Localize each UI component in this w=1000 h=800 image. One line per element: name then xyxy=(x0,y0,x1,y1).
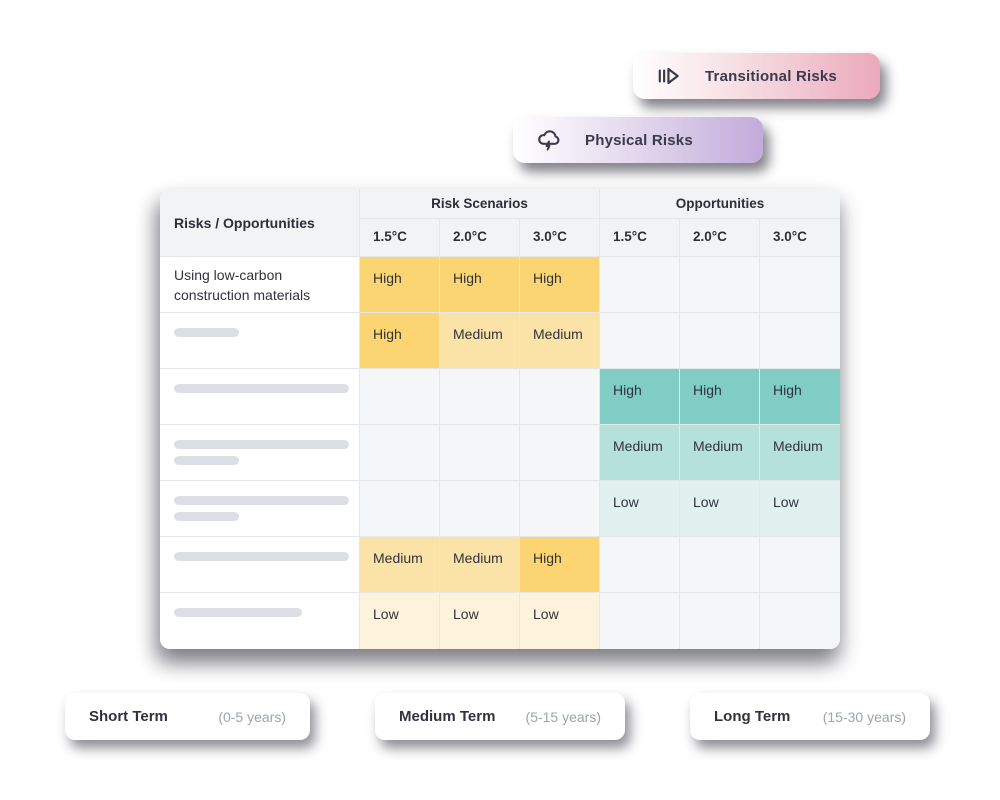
opportunity-cell-empty xyxy=(680,537,760,593)
skeleton-bar xyxy=(174,328,239,337)
risk-cell-empty xyxy=(360,369,440,425)
risk-cell-empty xyxy=(360,481,440,537)
risk-cell-high: High xyxy=(360,257,440,313)
skeleton-bar xyxy=(174,552,349,561)
risk-cell-empty xyxy=(520,425,600,481)
opportunity-cell-empty xyxy=(680,313,760,369)
risk-cell-medium: Medium xyxy=(520,313,600,369)
risk-cell-empty xyxy=(520,369,600,425)
matrix-grid: Risks / Opportunities Risk Scenarios Opp… xyxy=(160,189,840,649)
row-label-skeleton xyxy=(160,593,360,649)
row-label-skeleton xyxy=(160,369,360,425)
opportunity-cell-low: Low xyxy=(600,481,680,537)
risk-cell-medium: Medium xyxy=(440,313,520,369)
row-label-skeleton xyxy=(160,537,360,593)
row-label-skeleton xyxy=(160,313,360,369)
risk-cell-low: Low xyxy=(360,593,440,649)
risk-cell-empty xyxy=(440,481,520,537)
row-label-skeleton xyxy=(160,425,360,481)
opportunity-cell-empty xyxy=(600,537,680,593)
risk-cell-high: High xyxy=(520,257,600,313)
opportunity-cell-medium: Medium xyxy=(600,425,680,481)
medium-term-badge[interactable]: Medium Term (5-15 years) xyxy=(375,693,625,740)
medium-term-range: (5-15 years) xyxy=(525,708,601,725)
transitional-risks-label: Transitional Risks xyxy=(705,67,837,85)
opportunity-cell-empty xyxy=(680,593,760,649)
opportunity-cell-low: Low xyxy=(760,481,840,537)
opportunity-cell-empty xyxy=(600,313,680,369)
opportunity-cell-low: Low xyxy=(680,481,760,537)
long-term-label: Long Term xyxy=(714,708,791,725)
risk-cell-high: High xyxy=(440,257,520,313)
risk-scenarios-group-header: Risk Scenarios xyxy=(360,189,600,219)
storm-cloud-icon xyxy=(535,126,563,154)
physical-risks-badge[interactable]: Physical Risks xyxy=(513,117,763,163)
skeleton-bar xyxy=(174,608,302,617)
skeleton-bar xyxy=(174,440,349,449)
risk-col-1-5c: 1.5°C xyxy=(360,219,440,257)
opportunity-cell-empty xyxy=(760,593,840,649)
transitional-risks-badge[interactable]: Transitional Risks xyxy=(633,53,880,99)
risk-cell-empty xyxy=(440,369,520,425)
opportunity-cell-empty xyxy=(680,257,760,313)
risk-cell-empty xyxy=(360,425,440,481)
opp-col-3-0c: 3.0°C xyxy=(760,219,840,257)
risk-col-3-0c: 3.0°C xyxy=(520,219,600,257)
opportunity-cell-empty xyxy=(760,537,840,593)
opportunity-cell-empty xyxy=(600,593,680,649)
corner-header: Risks / Opportunities xyxy=(160,189,360,257)
risk-cell-low: Low xyxy=(520,593,600,649)
risk-cell-medium: Medium xyxy=(440,537,520,593)
opportunities-group-header: Opportunities xyxy=(600,189,840,219)
short-term-badge[interactable]: Short Term (0-5 years) xyxy=(65,693,310,740)
opportunity-cell-empty xyxy=(760,257,840,313)
fast-forward-icon xyxy=(655,62,683,90)
row-label: Using low-carbon construction materials xyxy=(160,257,360,313)
skeleton-bar xyxy=(174,496,349,505)
skeleton-bar xyxy=(174,512,239,521)
short-term-range: (0-5 years) xyxy=(218,708,286,725)
risk-cell-empty xyxy=(520,481,600,537)
opportunity-cell-high: High xyxy=(680,369,760,425)
risk-col-2-0c: 2.0°C xyxy=(440,219,520,257)
medium-term-label: Medium Term xyxy=(399,708,496,725)
risk-cell-empty xyxy=(440,425,520,481)
long-term-range: (15-30 years) xyxy=(822,708,906,725)
opportunity-cell-high: High xyxy=(600,369,680,425)
risk-cell-high: High xyxy=(520,537,600,593)
risk-cell-medium: Medium xyxy=(360,537,440,593)
opportunity-cell-medium: Medium xyxy=(680,425,760,481)
long-term-badge[interactable]: Long Term (15-30 years) xyxy=(690,693,930,740)
skeleton-bar xyxy=(174,384,349,393)
short-term-label: Short Term xyxy=(89,708,168,725)
opportunity-cell-empty xyxy=(760,313,840,369)
physical-risks-label: Physical Risks xyxy=(585,131,693,149)
opportunity-cell-high: High xyxy=(760,369,840,425)
opportunity-cell-medium: Medium xyxy=(760,425,840,481)
risk-cell-high: High xyxy=(360,313,440,369)
risk-opportunity-matrix: Risks / Opportunities Risk Scenarios Opp… xyxy=(160,189,840,649)
opp-col-1-5c: 1.5°C xyxy=(600,219,680,257)
risk-cell-low: Low xyxy=(440,593,520,649)
row-label-skeleton xyxy=(160,481,360,537)
skeleton-bar xyxy=(174,456,239,465)
opportunity-cell-empty xyxy=(600,257,680,313)
opp-col-2-0c: 2.0°C xyxy=(680,219,760,257)
